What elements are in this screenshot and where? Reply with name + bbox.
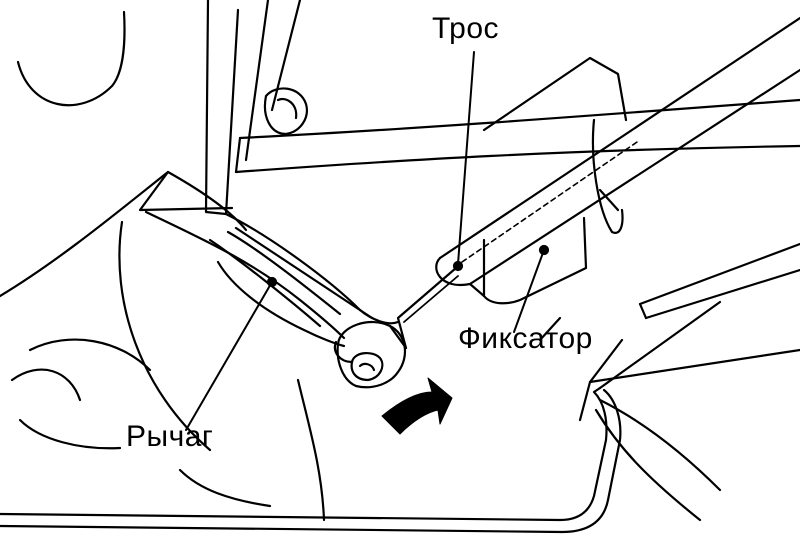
housing-arc bbox=[16, 10, 126, 107]
leader-retainer-dot bbox=[538, 244, 550, 256]
lever-arm bbox=[144, 210, 346, 340]
retainer-label: Фиксатор bbox=[458, 322, 593, 355]
rod-left bbox=[204, 0, 240, 216]
cross-bar bbox=[238, 98, 800, 140]
leader-lever bbox=[185, 281, 273, 431]
leader-lever-dot bbox=[266, 276, 278, 288]
cable-tube bbox=[438, 16, 800, 260]
rod-right bbox=[244, 0, 270, 162]
retainer-block bbox=[482, 56, 628, 132]
bushing bbox=[263, 87, 308, 136]
body-outline bbox=[0, 170, 248, 298]
bottom-channel bbox=[0, 386, 608, 522]
cable-wire bbox=[396, 266, 458, 350]
leader-retainer bbox=[513, 249, 545, 333]
cable-label: Трос bbox=[432, 12, 500, 45]
lever-label: Рычаг bbox=[126, 420, 214, 453]
leader-cable-dot bbox=[452, 260, 464, 272]
leader-cable bbox=[457, 51, 475, 265]
floor-panel bbox=[638, 242, 800, 306]
lever-eye bbox=[336, 321, 407, 389]
rotation-arrow-icon bbox=[381, 377, 453, 435]
